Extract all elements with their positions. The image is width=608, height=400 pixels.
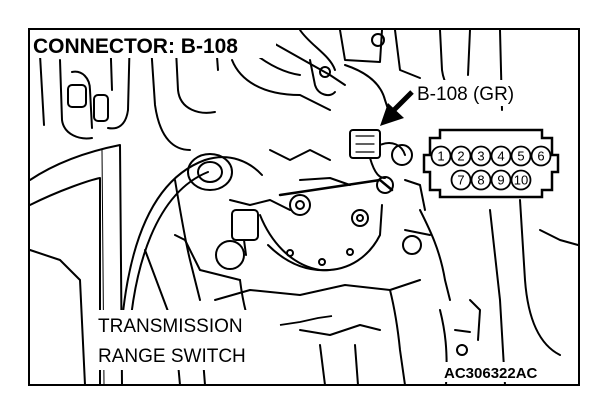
pin-number: 3 xyxy=(477,149,484,164)
connector-label-background xyxy=(414,80,548,106)
pin-circle xyxy=(510,169,532,191)
connector-pin: 8 xyxy=(470,169,492,191)
title-background xyxy=(30,30,276,58)
pin-number: 9 xyxy=(497,173,504,188)
component-label-line1: TRANSMISSION xyxy=(98,316,243,337)
connector-label: B-108 (GR) xyxy=(417,84,514,105)
pin-number: 7 xyxy=(457,173,464,188)
pin-number: 1 xyxy=(437,149,444,164)
pin-circle xyxy=(470,169,492,191)
pin-circle xyxy=(450,145,472,167)
connector-pin: 2 xyxy=(450,145,472,167)
connector-pointer-arrow xyxy=(380,90,414,126)
pin-circle xyxy=(490,169,512,191)
connector-title: CONNECTOR: B-108 xyxy=(33,35,238,58)
connector-pin: 4 xyxy=(490,145,512,167)
pin-circle xyxy=(530,145,552,167)
pin-circle xyxy=(450,169,472,191)
pin-number: 10 xyxy=(514,173,528,188)
connector-pin: 5 xyxy=(510,145,532,167)
pin-number: 6 xyxy=(537,149,544,164)
component-label-line2: RANGE SWITCH xyxy=(98,346,246,367)
pin-number: 8 xyxy=(477,173,484,188)
connector-pin: 10 xyxy=(510,169,532,191)
pin-circle xyxy=(470,145,492,167)
connector-pin: 1 xyxy=(430,145,452,167)
pin-number: 5 xyxy=(517,149,524,164)
pin-circle xyxy=(510,145,532,167)
pin-circle xyxy=(490,145,512,167)
connector-pin: 9 xyxy=(490,169,512,191)
component-label-background xyxy=(94,310,280,370)
pin-circle xyxy=(430,145,452,167)
connector-pin: 3 xyxy=(470,145,492,167)
pin-number: 2 xyxy=(457,149,464,164)
component-leader-line xyxy=(279,315,333,326)
connector-pin: 7 xyxy=(450,169,472,191)
pin-number: 4 xyxy=(497,149,504,164)
connector-pin: 6 xyxy=(530,145,552,167)
figure-code: AC306322AC xyxy=(444,365,538,382)
figure-code-background xyxy=(440,362,576,382)
